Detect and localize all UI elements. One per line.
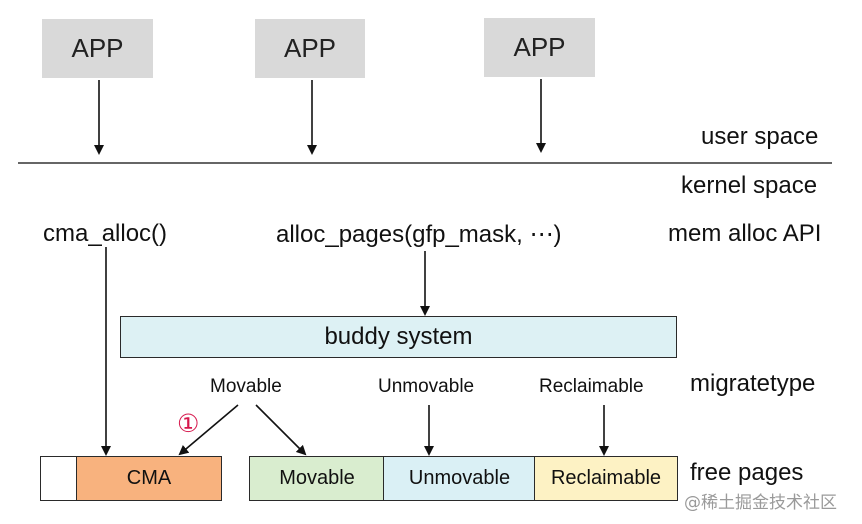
kernel-space-label: kernel space	[681, 172, 818, 199]
mem-alloc-api-label: mem alloc API	[668, 220, 822, 247]
free-page-unmovable: Unmovable	[383, 456, 536, 501]
migratetype-movable-label: Movable	[210, 376, 282, 397]
free-pages-label: free pages	[690, 459, 804, 486]
free-page-cma-label: CMA	[126, 467, 172, 489]
app-label: APP	[71, 33, 124, 63]
buddy-system-box: buddy system	[120, 316, 677, 358]
migratetype-label: migratetype	[690, 370, 816, 397]
free-page-cma: CMA	[76, 456, 222, 501]
app-label: APP	[283, 33, 337, 63]
free-page-reclaimable: Reclaimable	[534, 456, 678, 501]
migratetype-reclaimable-label: Reclaimable	[539, 376, 644, 397]
free-page-unmovable-label: Unmovable	[408, 467, 511, 489]
movable-to-movable-arrow	[255, 404, 307, 456]
movable-to-cma-arrow	[178, 404, 239, 456]
free-page-movable-label: Movable	[279, 467, 355, 489]
app-label: APP	[513, 32, 566, 62]
free-page-reclaimable-label: Reclaimable	[550, 467, 662, 489]
cma-alloc-label: cma_alloc()	[43, 220, 168, 247]
free-page-movable: Movable	[249, 456, 385, 501]
alloc-pages-label: alloc_pages(gfp_mask, ⋯)	[276, 221, 562, 248]
buddy-system-label: buddy system	[324, 323, 473, 350]
user-space-label: user space	[701, 123, 819, 150]
migratetype-unmovable-label: Unmovable	[378, 376, 475, 397]
watermark: @稀土掘金技术社区	[684, 493, 837, 513]
app-box-2: APP	[255, 19, 365, 78]
app-box-1: APP	[42, 19, 153, 78]
app-box-3: APP	[484, 18, 595, 77]
step-marker-1: ①	[177, 409, 200, 438]
free-page-empty-cell	[40, 456, 78, 501]
